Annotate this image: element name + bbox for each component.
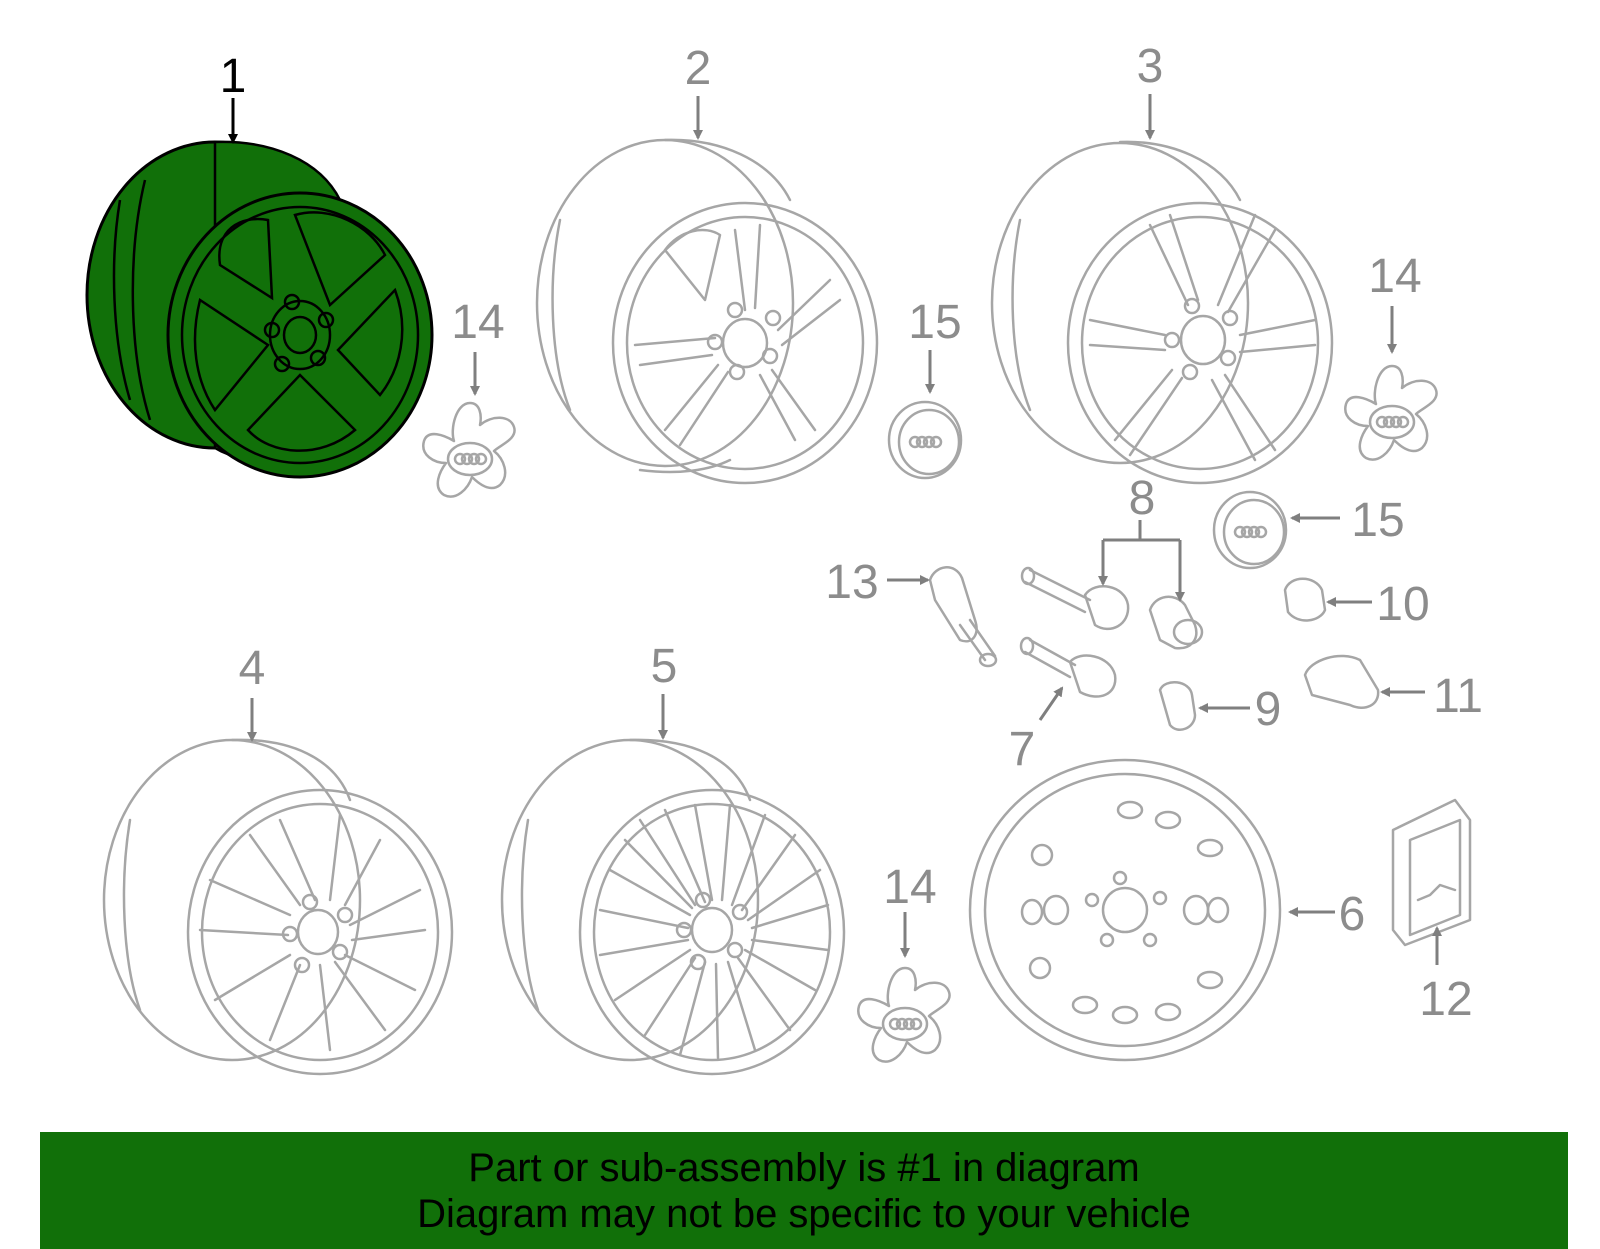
sensor-11[interactable] [1303, 654, 1380, 709]
wheel-5[interactable] [500, 738, 846, 1076]
callout-14-b: 14 [1368, 250, 1421, 303]
valve-stem-8a[interactable] [1020, 566, 1130, 631]
callout-3: 3 [1137, 40, 1164, 93]
valve-cap-9[interactable] [1158, 681, 1197, 731]
callout-11: 11 [1433, 670, 1483, 723]
label-12[interactable] [1391, 798, 1472, 947]
callout-5: 5 [651, 640, 678, 693]
callout-6: 6 [1339, 888, 1366, 941]
valve-nut-8b[interactable] [1148, 595, 1204, 650]
center-cap-15-a[interactable] [887, 400, 963, 480]
center-cap-14-a[interactable] [422, 401, 516, 498]
tpms-sensor-13[interactable] [928, 566, 998, 668]
callout-7: 7 [1009, 723, 1036, 776]
callout-4: 4 [239, 642, 266, 695]
callout-10: 10 [1376, 578, 1429, 631]
callout-1: 1 [220, 50, 247, 103]
caption-line-1: Part or sub-assembly is #1 in diagram [468, 1145, 1140, 1190]
wheel-4[interactable] [102, 738, 454, 1076]
callout-15-b: 15 [1351, 494, 1404, 547]
caption-line-2: Diagram may not be specific to your vehi… [417, 1191, 1191, 1236]
center-cap-14-b[interactable] [1344, 364, 1438, 461]
valve-stem-7[interactable] [1019, 636, 1117, 698]
caption-bar: Part or sub-assembly is #1 in diagram Di… [40, 1132, 1568, 1249]
center-cap-15-b[interactable] [1212, 490, 1288, 570]
callout-14-a: 14 [451, 296, 504, 349]
callout-14-c: 14 [883, 861, 936, 914]
wheel-2[interactable] [535, 138, 879, 485]
callout-9: 9 [1255, 683, 1282, 736]
nut-10[interactable] [1283, 577, 1327, 622]
wheel-3[interactable] [990, 140, 1334, 485]
wheel-1[interactable] [85, 140, 434, 479]
center-cap-14-c[interactable] [857, 966, 951, 1063]
wheel-6[interactable] [968, 758, 1282, 1062]
callout-2: 2 [685, 42, 712, 95]
callout-15-a: 15 [908, 296, 961, 349]
callout-8: 8 [1129, 472, 1156, 525]
callout-12: 12 [1419, 973, 1472, 1026]
callout-13: 13 [825, 556, 878, 609]
